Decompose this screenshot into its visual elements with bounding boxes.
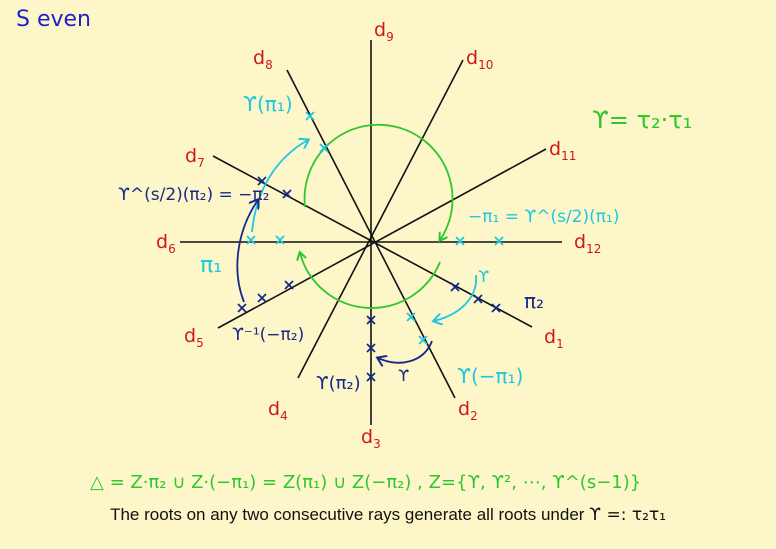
caption-text: The roots on any two consecutive rays ge… xyxy=(110,505,585,524)
ray-label-d11: d11 xyxy=(549,138,576,163)
ray-label-d4: d4 xyxy=(268,398,288,423)
ray-d11-d5 xyxy=(217,148,547,329)
ray-label-d5: d5 xyxy=(184,325,204,350)
ray-label-d6: d6 xyxy=(156,231,176,256)
navy-annotations: ϒ^(s/2)(π₂) = −π₂ ϒ⁻¹(−π₂) ϒ(π₂) ϒ π₂ xyxy=(118,185,544,394)
root-mark xyxy=(257,293,267,303)
root-mark xyxy=(284,280,294,290)
green-arcs xyxy=(300,123,454,309)
navy-arrow-left xyxy=(236,200,258,303)
ray-labels: d1 d2 d3 d4 d5 d6 d7 d8 d9 d10 d11 d12 xyxy=(156,19,601,451)
root-mark xyxy=(282,189,292,199)
root-mark xyxy=(305,111,315,121)
label-pi2: π₂ xyxy=(524,289,544,313)
caption: The roots on any two consecutive rays ge… xyxy=(0,505,776,525)
root-mark xyxy=(366,315,376,325)
root-mark xyxy=(406,312,416,322)
label-gamma-s2-pi2: ϒ^(s/2)(π₂) = −π₂ xyxy=(118,185,269,205)
label-neg-pi1-eq: −π₁ = ϒ^(s/2)(π₁) xyxy=(468,207,619,227)
label-gamma-neg-pi1: ϒ(−π₁) xyxy=(457,364,523,388)
ray-label-d12: d12 xyxy=(574,231,601,256)
label-gamma-small-right: ϒ xyxy=(478,267,489,286)
ray-label-d2: d2 xyxy=(458,398,478,423)
navy-arrow-bottom xyxy=(378,340,433,363)
label-gamma-small-left: ϒ xyxy=(398,366,409,385)
ray-label-d7: d7 xyxy=(185,145,205,170)
cyan-annotations: ϒ(π₁) π₁ −π₁ = ϒ^(s/2)(π₁) ϒ ϒ(−π₁) xyxy=(200,92,619,388)
label-gamma-inv-neg-pi2: ϒ⁻¹(−π₂) xyxy=(232,325,304,345)
ray-label-d9: d9 xyxy=(374,19,394,44)
label-gamma-pi2: ϒ(π₂) xyxy=(316,373,361,394)
root-mark xyxy=(319,143,329,153)
root-mark xyxy=(473,294,483,304)
root-mark xyxy=(246,235,256,245)
ray-label-d8: d8 xyxy=(253,47,273,72)
caption-gamma: ϒ =: τ₂τ₁ xyxy=(589,505,666,525)
page-title: S even xyxy=(16,7,91,32)
root-mark xyxy=(237,303,247,313)
cyan-roots xyxy=(246,111,504,345)
root-mark xyxy=(366,372,376,382)
gamma-definition: ϒ= τ₂·τ₁ xyxy=(592,106,692,134)
root-mark xyxy=(418,335,428,345)
root-mark xyxy=(257,176,267,186)
cyan-arrow-right xyxy=(434,274,477,321)
ray-label-d10: d10 xyxy=(466,47,493,72)
root-mark xyxy=(494,236,504,246)
label-gamma-pi1: ϒ(π₁) xyxy=(243,92,293,116)
root-mark xyxy=(275,235,285,245)
label-pi1: π₁ xyxy=(200,253,222,278)
ray-label-d3: d3 xyxy=(361,426,381,451)
root-mark xyxy=(455,236,465,246)
ray-d10-d4 xyxy=(297,59,464,379)
cyan-arrow-upper-left xyxy=(251,140,308,233)
root-mark xyxy=(366,343,376,353)
navy-roots xyxy=(237,176,501,382)
delta-formula: △ = Z·π₂ ∪ Z·(−π₁) = Z(π₁) ∪ Z(−π₂) , Z=… xyxy=(90,472,641,493)
ray-label-d1: d1 xyxy=(544,326,564,351)
root-mark xyxy=(491,303,501,313)
action-arrows xyxy=(236,140,477,363)
upper-arc xyxy=(303,123,454,240)
root-mark xyxy=(450,282,460,292)
lower-arc xyxy=(300,253,441,309)
